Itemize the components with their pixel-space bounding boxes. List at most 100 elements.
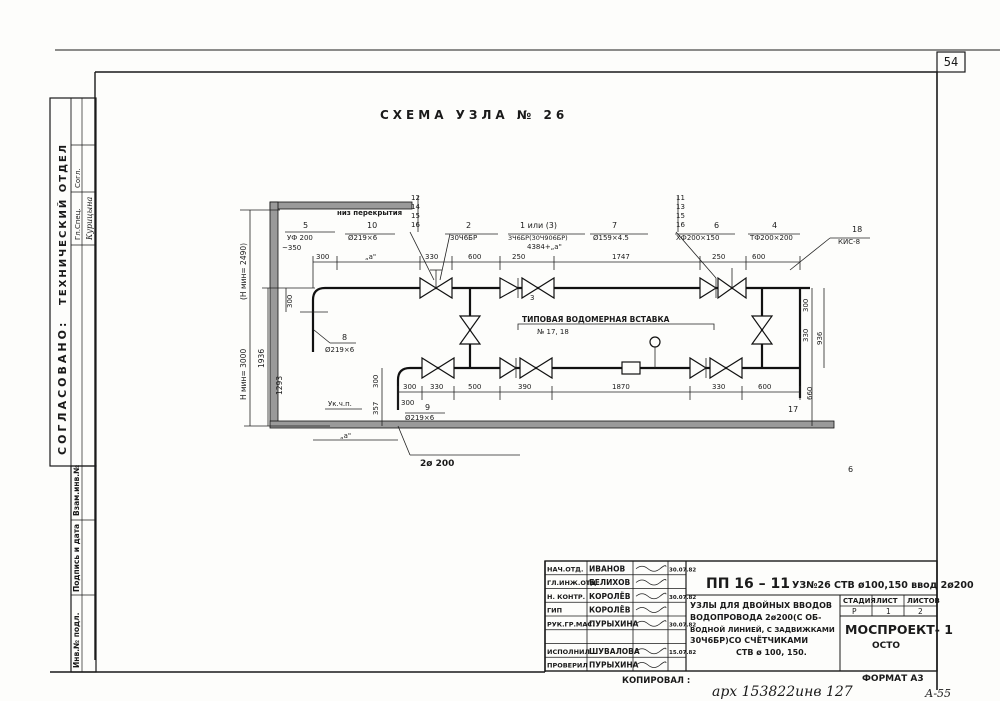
label-uf200: УФ 200 bbox=[287, 234, 313, 242]
water-meter bbox=[621, 336, 661, 375]
signature bbox=[635, 620, 667, 627]
callout-11: 11 bbox=[676, 194, 685, 202]
signature bbox=[635, 647, 667, 655]
insert-bracket bbox=[517, 323, 715, 330]
dim-660: 660 bbox=[806, 387, 814, 400]
scheme-title: СХЕМА УЗЛА № 26 bbox=[380, 108, 568, 122]
dim-600-bot: 600 bbox=[758, 383, 771, 391]
upper-callouts bbox=[285, 196, 870, 281]
dim-350: ~350 bbox=[282, 244, 301, 252]
signature bbox=[635, 661, 667, 668]
dim-300-low: 300 bbox=[401, 399, 414, 407]
title-block-name: ПУРЫХИНА bbox=[589, 661, 639, 670]
desc-line-5: СТВ ø 100, 150. bbox=[736, 648, 807, 657]
callout-13: 13 bbox=[676, 203, 685, 211]
title-block-role: РУК.ГР.МАС. bbox=[547, 620, 595, 628]
dim-300-vert: 300 bbox=[286, 295, 294, 308]
callout-15b: 15 bbox=[676, 212, 685, 220]
signature bbox=[635, 592, 667, 600]
signature-date-label: Подпись и дата bbox=[72, 524, 81, 592]
callout-2: 2 bbox=[466, 221, 471, 230]
callout-4: 4 bbox=[772, 221, 777, 230]
title-block-role: ГЛ.ИНЖ.ОТД. bbox=[547, 579, 599, 587]
label-kis: КИС-8 bbox=[838, 238, 860, 246]
page-number-box bbox=[936, 51, 966, 73]
role1-label: Гл.Спец. bbox=[74, 208, 82, 240]
format-label: ФОРМАТ А3 bbox=[862, 674, 924, 684]
title-block-name: ИВАНОВ bbox=[589, 564, 625, 573]
desc-line-2: ВОДОПРОВОДА 2ø200(С ОБ- bbox=[690, 613, 821, 622]
dim-300-lowvert: 300 bbox=[372, 375, 380, 388]
org-sub: ОСТО bbox=[872, 641, 900, 651]
dim-300-right: 300 bbox=[802, 299, 810, 312]
desc-line-4: 30Ч6БР)СО СЧЁТЧИКАМИ bbox=[690, 635, 808, 645]
dim-6: 6 bbox=[848, 465, 853, 474]
dim-300-bot: 300 bbox=[403, 383, 416, 391]
check-valve-upper bbox=[499, 276, 555, 300]
valve-upper-1 bbox=[419, 269, 453, 300]
desc-line-3: ВОДНОЙ ЛИНИЕЙ, С ЗАДВИЖКАМИ bbox=[690, 625, 835, 634]
valve-upper-2 bbox=[699, 268, 747, 300]
node-title: УЗ№26 СТВ ø100,150 ввод 2ø200 bbox=[792, 580, 974, 591]
sheet-ref: А-55 bbox=[924, 687, 951, 700]
label-d219-mid: Ø219×6 bbox=[325, 346, 355, 354]
sheets-value: 2 bbox=[918, 607, 923, 616]
dim-330-right: 330 bbox=[802, 329, 810, 342]
label-d159: Ø159×4.5 bbox=[593, 234, 629, 242]
signature bbox=[635, 578, 667, 586]
sheet-header: ЛИСТ bbox=[876, 597, 898, 605]
callout-17: 17 bbox=[788, 405, 798, 414]
page-number: 54 bbox=[944, 55, 958, 69]
label-d219-low: Ø219×6 bbox=[405, 414, 435, 422]
label-tf: ТФ200×200 bbox=[749, 234, 793, 242]
lower-dimension-chain bbox=[397, 386, 801, 410]
copied-label: КОПИРОВАЛ : bbox=[622, 676, 690, 686]
dim-936: 936 bbox=[816, 331, 824, 345]
dim-600-top: 600 bbox=[468, 253, 481, 261]
dim-1936: 1936 bbox=[257, 349, 266, 368]
name1-label: Курицына bbox=[85, 197, 94, 241]
label-30ch6br: 30Ч6БР bbox=[450, 234, 477, 242]
insert-number: № 17, 18 bbox=[537, 328, 569, 336]
org-name: МОСПРОЕКТ- 1 bbox=[845, 622, 953, 637]
label-ukch: Ук.ч.п. bbox=[328, 400, 352, 408]
title-block-name: КОРОЛЁВ bbox=[589, 592, 631, 601]
signature bbox=[635, 565, 667, 572]
signature bbox=[635, 606, 667, 613]
dim-300-top: 300 bbox=[316, 253, 329, 261]
upper-pipeline bbox=[300, 286, 810, 398]
callout-3: 3 bbox=[530, 294, 534, 302]
label-d219-top: Ø219×6 bbox=[348, 234, 378, 242]
role2-label: Согл. bbox=[74, 168, 82, 188]
inlet-leader bbox=[397, 425, 411, 456]
inv-no-label: Инв.№ подл. bbox=[72, 612, 81, 668]
title-block-role: НАЧ.ОТД. bbox=[547, 565, 583, 573]
doc-code: ПП 16 – 11 bbox=[706, 576, 790, 592]
dim-330b-bot: 330 bbox=[712, 383, 725, 391]
dim-600b-top: 600 bbox=[752, 253, 765, 261]
bypass-valve-left bbox=[458, 315, 482, 345]
ceiling-label: низ перекрытия bbox=[337, 209, 402, 217]
valve-lower-1 bbox=[421, 356, 455, 380]
inner-frame bbox=[95, 71, 938, 690]
upper-dimension-chain bbox=[312, 256, 801, 288]
title-block-role: ГИП bbox=[547, 607, 562, 615]
callout-9: 9 bbox=[425, 403, 430, 412]
tech-dept-label: ТЕХНИЧЕСКИЙ ОТДЕЛ bbox=[56, 143, 69, 305]
dim-250b-top: 250 bbox=[712, 253, 725, 261]
title-block-date: 30.07.82 bbox=[669, 622, 696, 628]
callout-12: 12 bbox=[411, 194, 420, 202]
replace-inv-label: Взам.инв.№ bbox=[72, 465, 81, 516]
title-block-name: ШУВАЛОВА bbox=[589, 647, 640, 656]
sheet-value: 1 bbox=[886, 607, 891, 616]
title-block-role: ПРОВЕРИЛ bbox=[547, 662, 588, 670]
dim-330-top: 330 bbox=[425, 253, 438, 261]
dim-4384: 4384+„а" bbox=[527, 243, 562, 251]
sheets-header: ЛИСТОВ bbox=[907, 597, 940, 605]
insert-label: ТИПОВАЯ ВОДОМЕРНАЯ ВСТАВКА bbox=[522, 315, 670, 324]
archive-number: арх 153822инв 127 bbox=[712, 684, 853, 700]
callout-15: 15 bbox=[411, 212, 420, 220]
callout-1: 1 или (3) bbox=[520, 221, 557, 230]
title-block-date: 15.07.82 bbox=[669, 650, 696, 656]
